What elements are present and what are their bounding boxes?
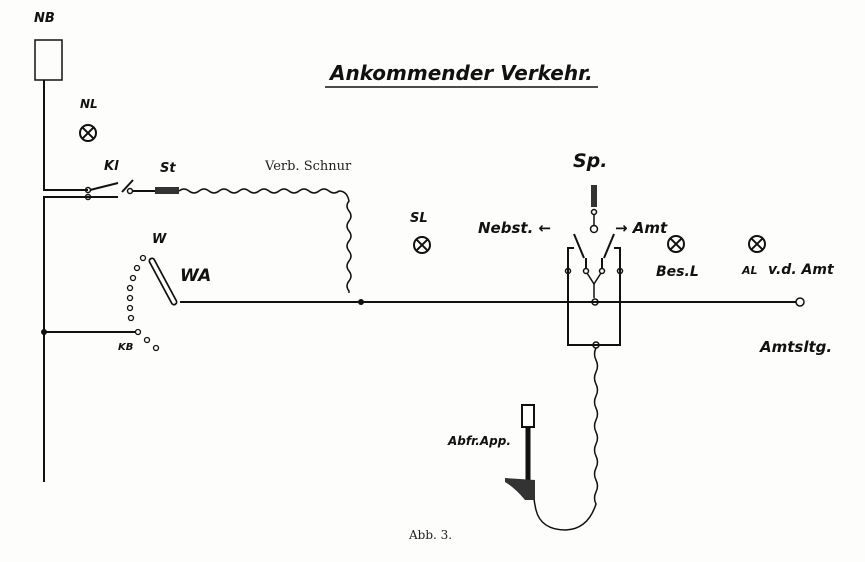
- label-st: St: [160, 161, 176, 176]
- label-wa: WA: [180, 266, 211, 286]
- lamp-sl-icon: [413, 236, 431, 254]
- label-vd-amt: v.d. Amt: [768, 262, 835, 278]
- label-nl: NL: [80, 97, 98, 111]
- label-nebst: Nebst. ←: [478, 219, 551, 237]
- label-besl: Bes.L: [656, 264, 699, 280]
- terminal-amt: [795, 297, 805, 307]
- lamp-besl-icon: [667, 235, 685, 253]
- cord-verb-schnur: [178, 188, 352, 293]
- wire-nb-top: [43, 80, 88, 191]
- key-switch-kl-icon: [84, 179, 155, 201]
- plug-st-icon: [155, 187, 179, 194]
- diagram-title: Ankommender Verkehr.: [328, 61, 593, 85]
- label-amt: → Amt: [615, 219, 668, 237]
- handset-icon: [505, 404, 535, 500]
- lamp-nl-icon: [79, 124, 97, 142]
- label-amtsltg: Amtsltg.: [759, 338, 832, 356]
- label-verb-schnur: Verb. Schnur: [264, 159, 352, 174]
- switch-sp-icon: [564, 185, 624, 349]
- junction-cord: [358, 299, 364, 305]
- label-sl: SL: [410, 211, 428, 226]
- label-w: W: [152, 232, 167, 247]
- label-abfr-app: Abfr.App.: [447, 434, 511, 448]
- junction-kb: [41, 329, 47, 335]
- dial-arm-wa-icon: [148, 257, 178, 306]
- wire-main-vertical: [43, 196, 118, 482]
- label-kb: KB: [118, 342, 133, 353]
- label-nb: NB: [34, 11, 55, 26]
- label-al: AL: [741, 264, 758, 277]
- label-kl: Kl: [104, 159, 119, 174]
- dial-contacts-icon: [126, 254, 160, 352]
- nb-box: [34, 39, 63, 81]
- lamp-al-icon: [748, 235, 766, 253]
- cord-handset: [532, 347, 599, 531]
- label-sp: Sp.: [573, 150, 608, 172]
- figure-caption: Abb. 3.: [408, 528, 452, 542]
